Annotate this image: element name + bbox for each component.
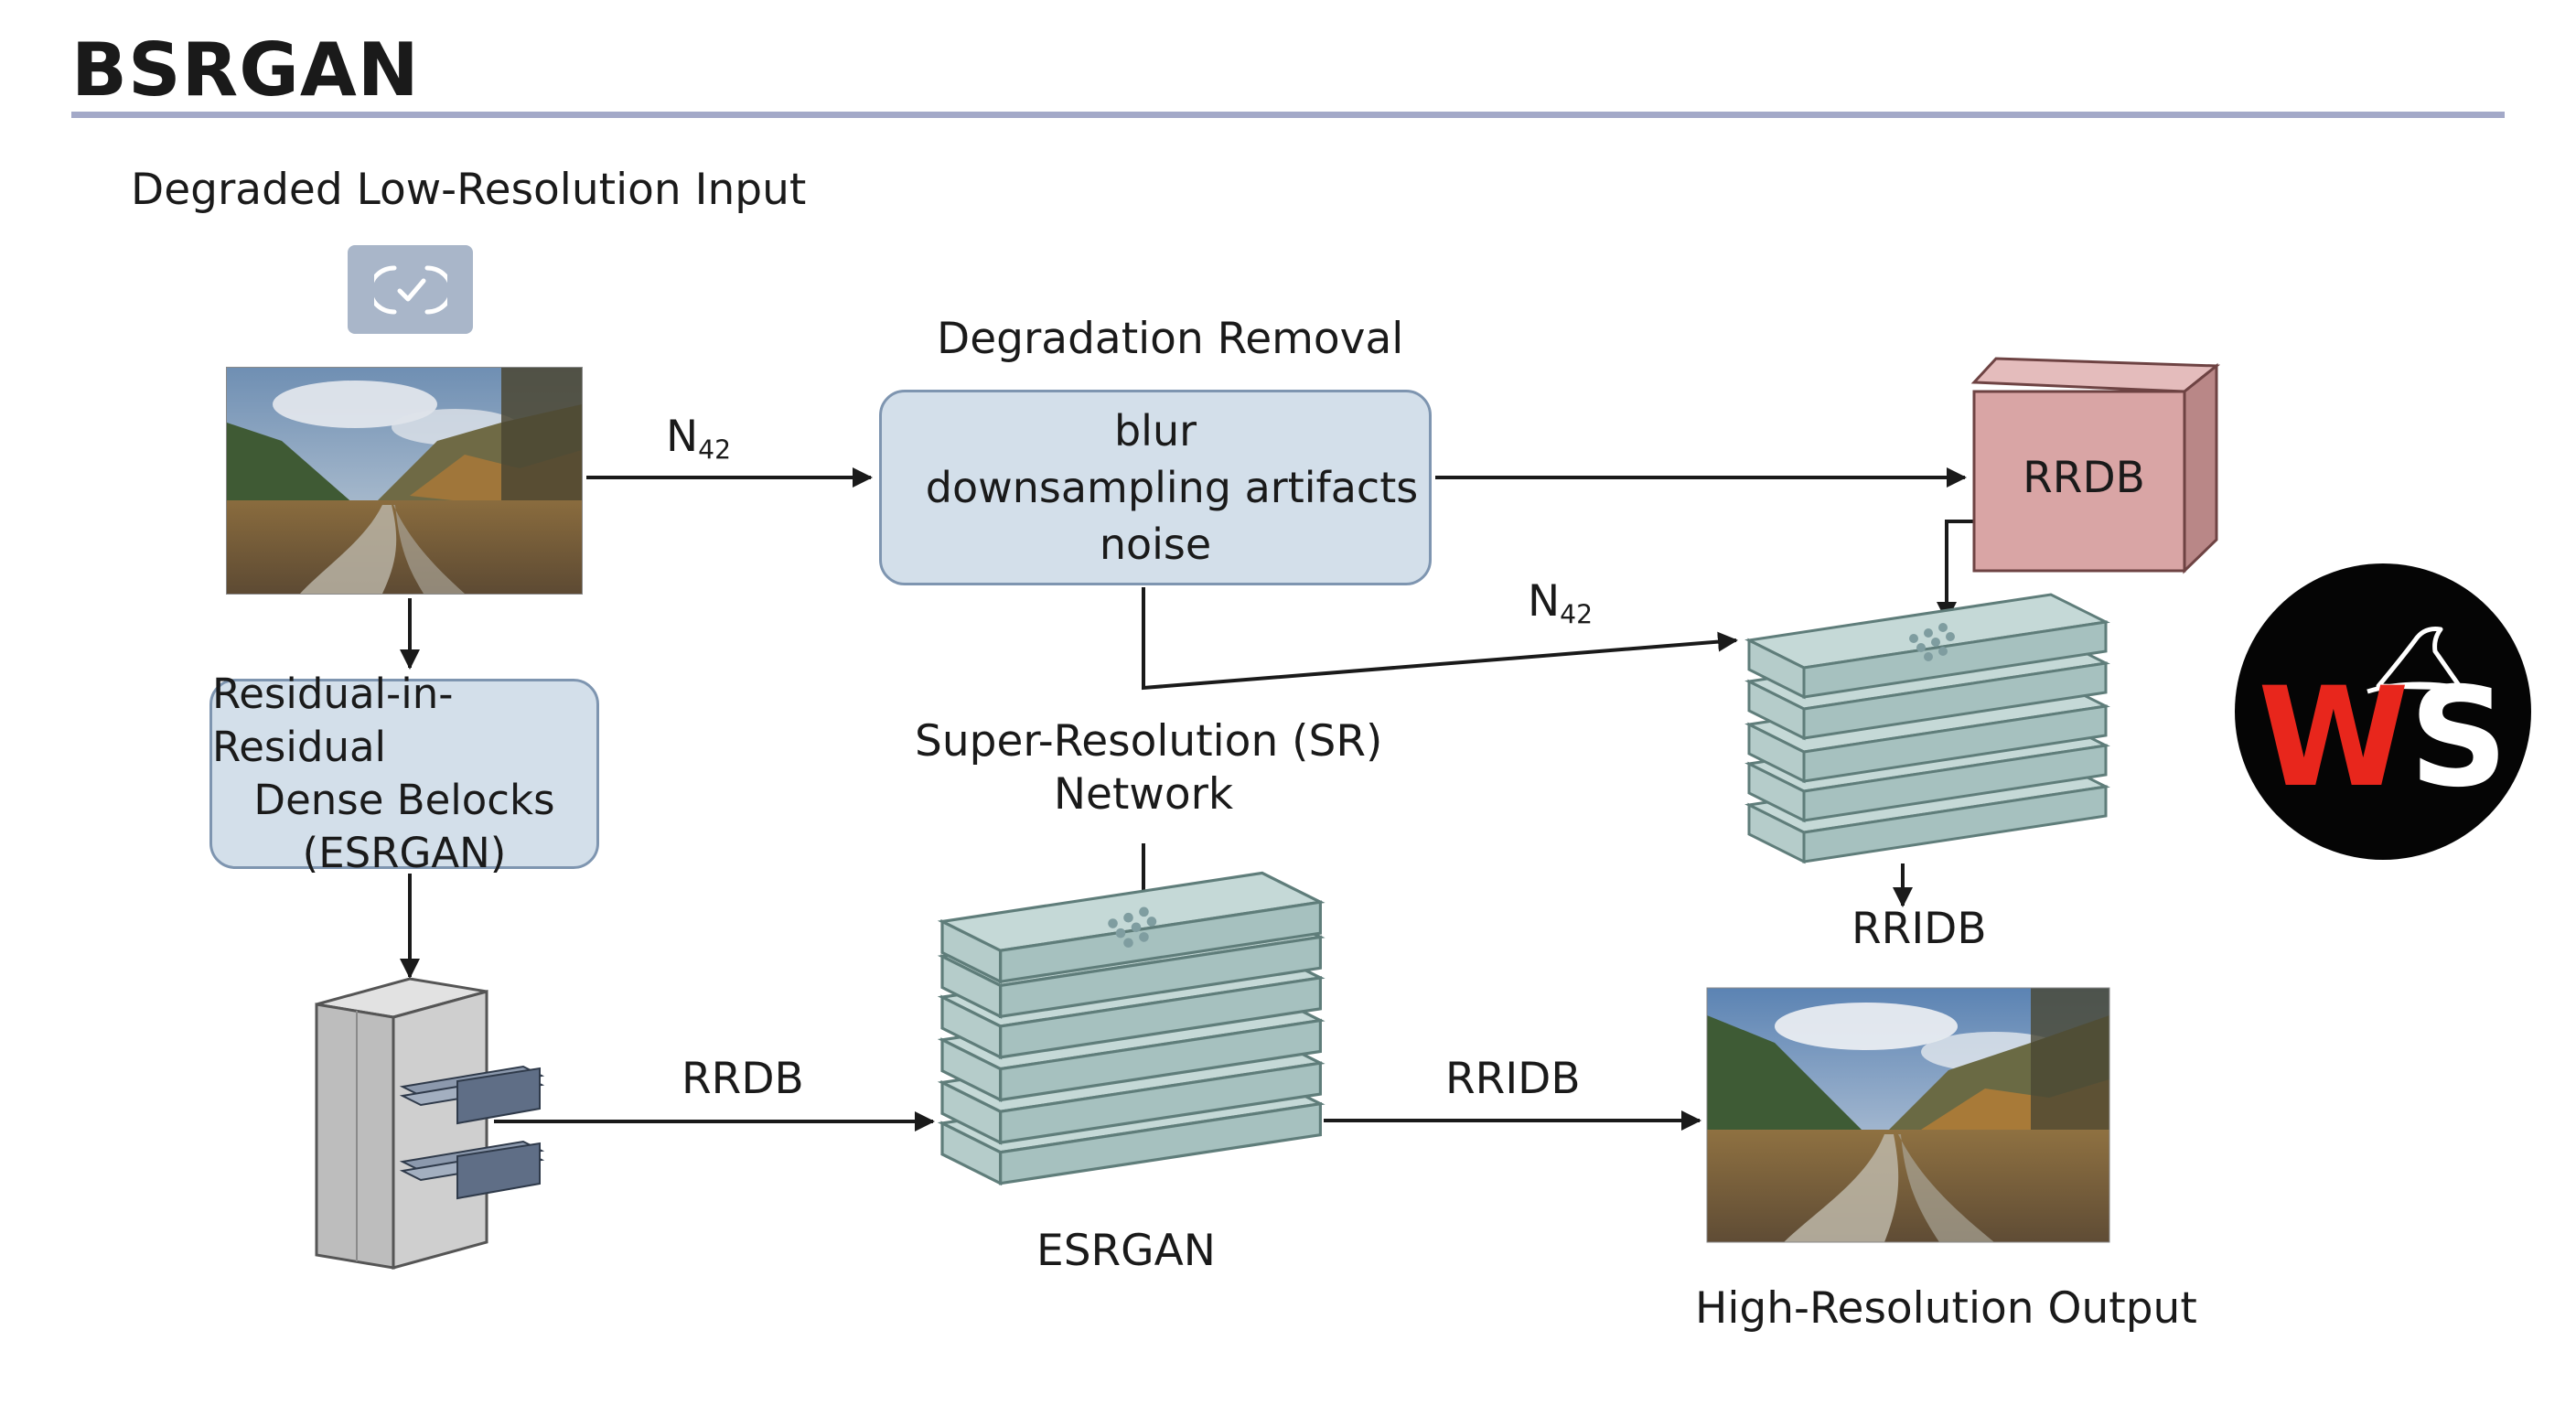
title-underline [71, 112, 2505, 118]
edge-label-n42-mid: N42 [1528, 576, 1593, 629]
edge-label-rrdb: RRDB [682, 1054, 804, 1104]
edge-n42-top-sub: 42 [698, 434, 732, 466]
sr-network-line-1: Super-Resolution (SR) [915, 716, 1383, 767]
edge-n42-top-main: N [666, 412, 699, 462]
edge-n42-mid-sub: 42 [1560, 599, 1594, 630]
input-badge [348, 245, 473, 334]
esrgan-stack [940, 871, 1322, 1185]
degradation-box: blur downsampling artifacts noise [879, 390, 1432, 585]
input-label: Degraded Low-Resolution Input [131, 165, 807, 215]
arrow-cube-to-rridb-stack [1937, 520, 1974, 622]
landscape-input-picture [227, 368, 582, 594]
arrows [400, 467, 1974, 1132]
input-image [226, 367, 583, 595]
dense-block-module [315, 977, 545, 1270]
rridb-dots [1909, 623, 1955, 661]
ws-logo: WS [2235, 563, 2531, 860]
ws-logo-text: WS [2258, 659, 2508, 818]
edge-label-n42-top: N42 [666, 412, 731, 465]
output-label: High-Resolution Output [1695, 1283, 2197, 1334]
page-title: BSRGAN [71, 27, 420, 113]
edge-n42-mid-main: N [1528, 576, 1561, 627]
rrdb-cube-label: RRDB [2023, 453, 2145, 503]
sr-network-label: Super-Resolution (SR) Network [915, 715, 1383, 821]
rridb-stack-label: RRIDB [1852, 904, 1987, 954]
esrgan-dots [1108, 906, 1157, 949]
degradation-item-blur: blur [1113, 406, 1197, 456]
wizard-hat-icon [2367, 627, 2482, 694]
output-image [1706, 987, 2110, 1243]
rrdb-cube: RRDB [1970, 357, 2221, 574]
arrow-degradation-to-rridb-stack [1142, 587, 1738, 691]
degradation-item-downsampling: downsampling artifacts [925, 463, 1419, 512]
rrdb-box-line-3: (ESRGAN) [302, 829, 507, 877]
degradation-title: Degradation Removal [937, 314, 1404, 364]
rridb-stack [1747, 593, 2108, 863]
degradation-item-noise: noise [1099, 520, 1212, 569]
sr-network-line-2: Network [1053, 769, 1234, 820]
esrgan-stack-label: ESRGAN [1036, 1226, 1216, 1276]
edge-label-rridb: RRIDB [1445, 1054, 1581, 1104]
check-circle-icon [373, 265, 447, 314]
rrdb-esrgan-box: Residual-in-Residual Dense Belocks (ESRG… [209, 670, 599, 877]
rrdb-box-line-2: Dense Belocks [253, 776, 555, 824]
rrdb-box-line-1: Residual-in-Residual [212, 670, 454, 771]
